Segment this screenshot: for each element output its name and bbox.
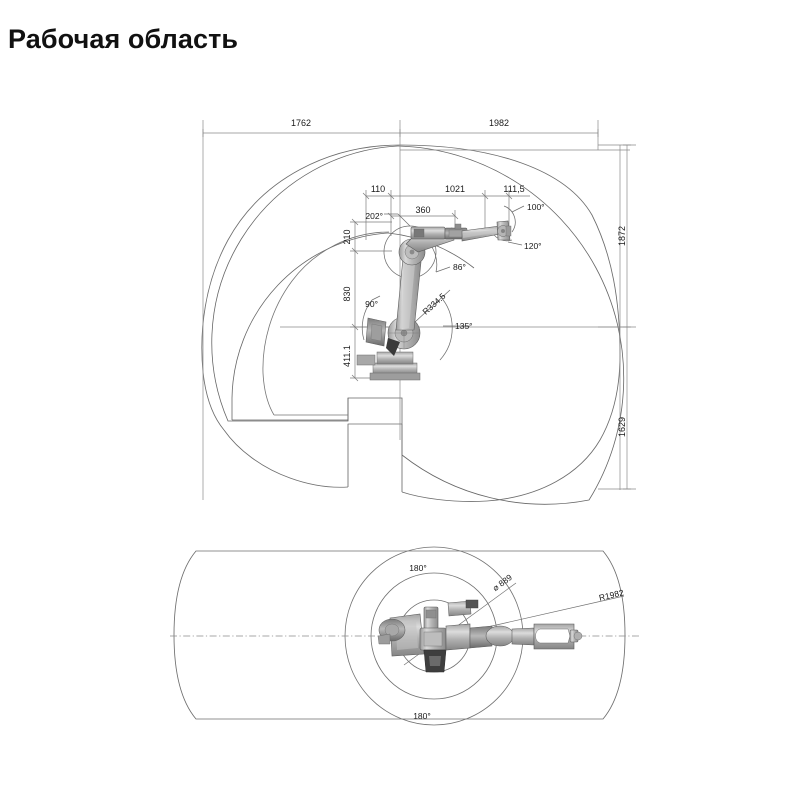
side-inner-dim-lines bbox=[362, 190, 530, 240]
robot-arm-plan-view bbox=[377, 599, 583, 673]
dim-1762-label: 1762 bbox=[291, 118, 311, 128]
angle-100-label: 100° bbox=[527, 202, 545, 212]
dim-1982-label: 1982 bbox=[489, 118, 509, 128]
side-dim-ticks bbox=[202, 129, 631, 490]
plan-angle-180-bottom-label: 180° bbox=[413, 711, 431, 721]
dim-830-label: 830 bbox=[342, 286, 352, 301]
angle-135-label: 135° bbox=[455, 321, 473, 331]
radius-334-5-label: R334.5 bbox=[420, 291, 447, 317]
side-elevation-view: 1762 1982 1872 1629 bbox=[201, 118, 636, 505]
plan-radius-1982-label: R1982 bbox=[598, 587, 625, 602]
plan-diameter-889-label: ⌀ 889 bbox=[491, 572, 515, 593]
plan-angle-180-top-label: 180° bbox=[409, 563, 427, 573]
dim-1021-label: 1021 bbox=[445, 184, 465, 194]
plan-working-envelope bbox=[173, 550, 626, 720]
dim-1872-label: 1872 bbox=[617, 226, 627, 246]
dim-110-label: 110 bbox=[371, 184, 385, 194]
dim-1629-label: 1629 bbox=[617, 417, 627, 437]
dim-411-1-label: 411.1 bbox=[342, 345, 352, 367]
angle-120-label: 120° bbox=[524, 241, 542, 251]
dim-360-label: 360 bbox=[415, 205, 430, 215]
angle-86-label: 86° bbox=[453, 262, 466, 272]
angle-202-label: 202° bbox=[365, 211, 383, 221]
side-dimension-frame bbox=[202, 120, 636, 500]
page-title: Рабочая область bbox=[8, 24, 239, 54]
side-envelope-traced bbox=[201, 144, 621, 502]
top-plan-view: ⌀ 889 R1982 180° 180° bbox=[170, 546, 640, 726]
dim-111-5-label: 111,5 bbox=[503, 184, 524, 194]
angle-90-label: 90° bbox=[365, 299, 378, 309]
dim-210-label: 210 bbox=[342, 229, 352, 244]
side-inner-envelope bbox=[262, 231, 390, 416]
side-angle-markers bbox=[361, 205, 525, 361]
robot-arm-side-view bbox=[356, 220, 512, 381]
